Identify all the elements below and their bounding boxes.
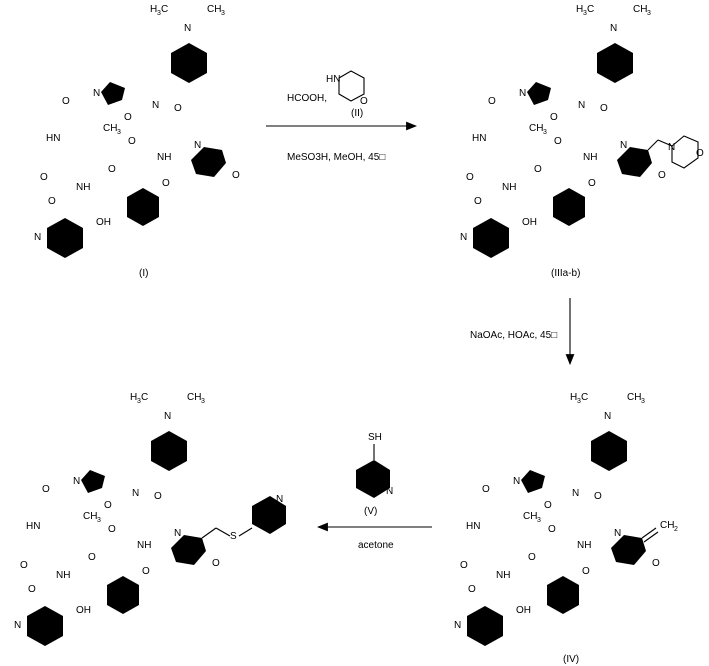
svg-text:S: S <box>230 531 237 542</box>
compound-I-structure <box>34 4 240 258</box>
final-product-structure: S N <box>14 392 286 646</box>
label-compound-IIIab: (IIIa-b) <box>551 268 580 279</box>
step3-conditions: acetone <box>358 540 394 551</box>
step1-conditions: MeSO3H, MeOH, 45□ <box>287 152 385 163</box>
svg-text:N: N <box>276 494 283 505</box>
label-compound-I: (I) <box>139 268 148 279</box>
label-compound-IV: (IV) <box>563 654 579 665</box>
svg-text:HN: HN <box>326 74 340 85</box>
label-compound-V: (V) <box>364 506 377 517</box>
svg-text:N: N <box>668 142 675 153</box>
svg-text:O: O <box>360 96 368 107</box>
compound-IIIab-structure: N O <box>460 4 704 258</box>
svg-text:SH: SH <box>368 432 382 443</box>
svg-text:N: N <box>386 486 393 497</box>
svg-text:CH: CH <box>660 520 674 531</box>
svg-text:2: 2 <box>674 526 678 533</box>
svg-text:O: O <box>696 148 704 159</box>
step1-reagent: HCOOH, <box>287 93 327 104</box>
morpholine-reagent-structure: HN O <box>326 70 368 107</box>
step2-conditions: NaOAc, HOAc, 45□ <box>470 330 557 341</box>
quinuclidinethiol-reagent-structure: SH N <box>356 432 393 498</box>
label-compound-II: (II) <box>351 108 363 119</box>
